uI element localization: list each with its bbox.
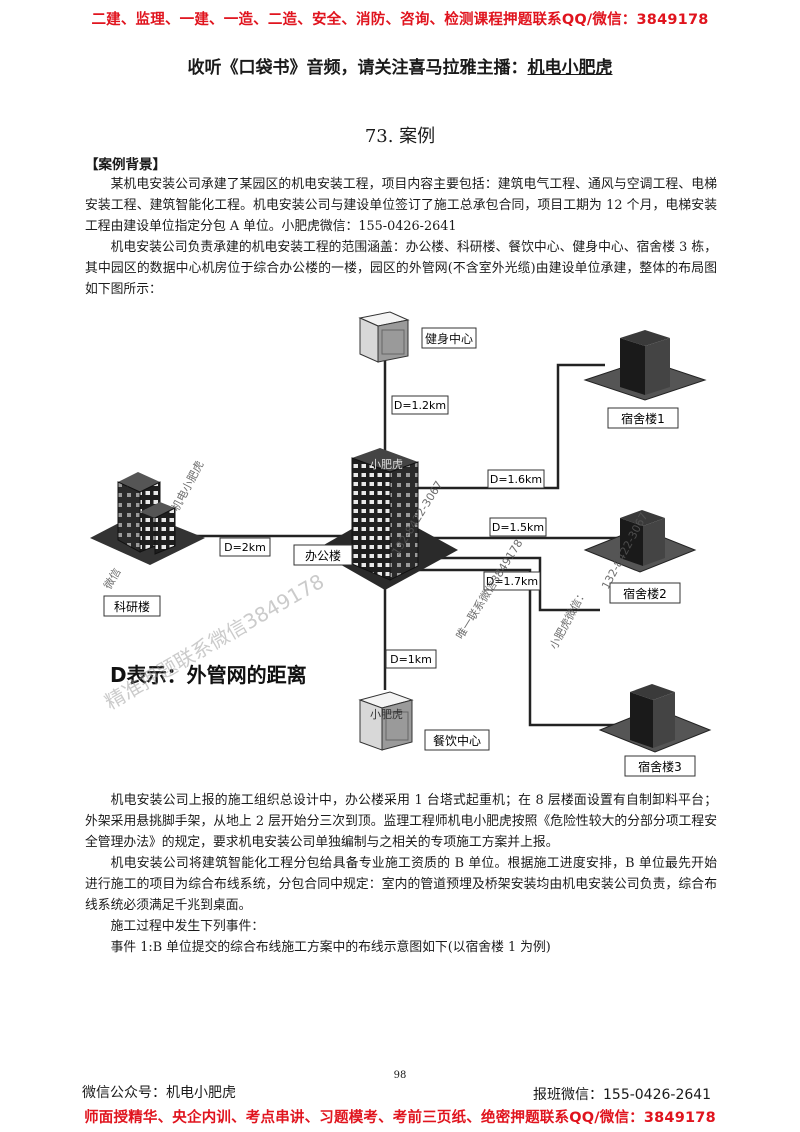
background-tag: 【案例背景】 [85,157,166,173]
dorm1-building: 宿舍楼1 [583,330,707,429]
office-building: 办公楼 小肥虎 [293,448,458,590]
dist-dorm1: D=1.6km [490,473,542,486]
dist-research: D=2km [224,541,266,554]
header-text: 收听《口袋书》音频，请关注喜马拉雅主播： [187,58,528,78]
intro-text: 某机电安装公司承建了某园区的机电安装工程，项目内容主要包括：建筑电气工程、通风与… [85,174,717,300]
case-text: 机电安装公司上报的施工组织总设计中，办公楼采用 1 台塔式起重机；在 8 层楼面… [85,790,717,958]
label-dining: 餐饮中心 [433,733,481,748]
wm-research-side: 机电小肥虎 [168,458,206,513]
label-fitness: 健身中心 [425,331,473,346]
dist-dorm2: D=1.5km [492,521,544,534]
dist-fitness: D=1.2km [394,399,446,412]
research-building: 科研楼 [90,472,205,617]
header-line: 收听《口袋书》音频，请关注喜马拉雅主播：机电小肥虎 [0,53,800,78]
dorm2-building: 宿舍楼2 [583,510,697,604]
legend-text: D表示：外管网的距离 [110,663,307,687]
paragraph: 事件 1:B 单位提交的综合布线施工方案中的布线示意图如下(以宿舍楼 1 为例) [110,940,551,955]
label-dorm1: 宿舍楼1 [621,411,665,426]
paragraph: 某机电安装公司承建了某园区的机电安装工程，项目内容主要包括：建筑电气工程、通风与… [85,177,717,234]
footer-right: 报班微信：155-0426-2641 [533,1087,712,1103]
wm-wechat-c: 微信 [100,565,123,591]
label-dorm3: 宿舍楼3 [638,759,682,774]
paragraph: 机电安装公司负责承建的机电安装工程的范围涵盖：办公楼、科研楼、餐饮中心、健身中心… [85,240,717,297]
top-banner: 二建、监理、一建、一造、二造、安全、消防、咨询、检测课程押题联系QQ/微信：38… [91,12,709,28]
dist-dorm3: D=1.7km [486,575,538,588]
paragraph: 施工过程中发生下列事件： [110,919,265,934]
layout-diagram-svg: 健身中心 宿舍楼1 办公楼 小肥虎 [90,311,712,777]
fitness-center-building: 健身中心 [358,311,477,363]
label-research: 科研楼 [114,599,150,614]
wm-big: 精准押题联系微信3849178 [101,569,329,714]
wm-office: 小肥虎 [370,458,403,471]
footer-left: 微信公众号：机电小肥虎 [82,1085,236,1101]
layout-diagram: 健身中心 宿舍楼1 办公楼 小肥虎 [80,300,720,790]
header-host: 机电小肥虎 [527,58,613,78]
wm-wechat-b: 小肥虎微信： [546,587,589,652]
dist-dining: D=1km [390,653,432,666]
wm-dining: 小肥虎 [370,708,403,721]
bottom-banner: 师面授精华、央企内训、考点串讲、习题模考、考前三页纸、绝密押题联系QQ/微信：3… [84,1110,716,1126]
dining-building: 餐饮中心 小肥虎 [358,691,490,751]
label-office: 办公楼 [305,548,341,563]
label-dorm2: 宿舍楼2 [623,586,667,601]
dorm3-building: 宿舍楼3 [598,684,712,777]
paragraph: 机电安装公司上报的施工组织总设计中，办公楼采用 1 台塔式起重机；在 8 层楼面… [85,793,717,850]
section-title: 73. 案例 [364,126,436,147]
distance-labels: D=1.2km D=2km D=1.6km D=1.5km D=1.7km D=… [219,395,547,669]
paragraph: 机电安装公司将建筑智能化工程分包给具备专业施工资质的 B 单位。根据施工进度安排… [85,856,717,913]
page-number: 98 [393,1070,407,1081]
